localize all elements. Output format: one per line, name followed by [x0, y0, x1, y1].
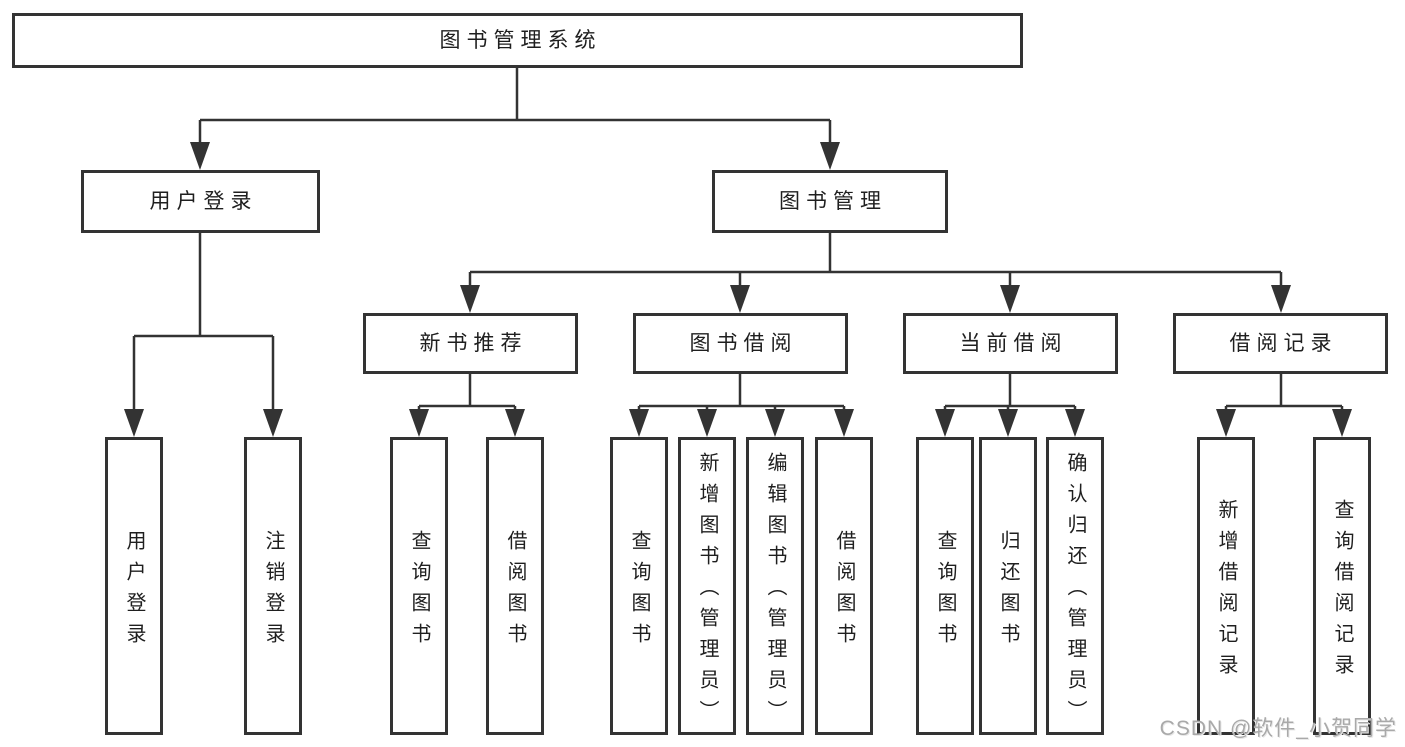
node-label: 图书管理: [779, 190, 887, 213]
node-library-management-system: 图书管理系统: [12, 13, 1023, 68]
node-label: 用户登录: [123, 529, 145, 654]
connector-user-login-to-leaves: [132, 233, 275, 412]
arrowheads: [124, 142, 1352, 437]
node-label: 确认归还（管理员）: [1064, 452, 1086, 731]
node-label: 新增借阅记录: [1215, 498, 1237, 685]
node-user-login: 用户登录: [81, 170, 320, 233]
arrow-down-icon: [998, 409, 1018, 437]
leaf-bb-borrow-books: 借阅图书: [815, 437, 873, 735]
leaf-cb-query-books: 查询图书: [916, 437, 974, 735]
leaf-bb-query-books: 查询图书: [610, 437, 668, 735]
arrow-down-icon: [263, 409, 283, 437]
node-label: 新增图书（管理员）: [696, 452, 718, 731]
node-current-borrow: 当前借阅: [903, 313, 1118, 374]
arrow-down-icon: [460, 285, 480, 313]
connector-root-to-level2: [198, 68, 832, 145]
connector-current-borrow-to-leaves: [943, 374, 1077, 412]
node-label: 新书推荐: [419, 332, 528, 355]
node-label: 当前借阅: [959, 332, 1068, 355]
node-borrow-records: 借阅记录: [1173, 313, 1388, 374]
node-label: 图书借阅: [689, 332, 798, 355]
node-label: 查询图书: [408, 529, 430, 654]
arrow-down-icon: [935, 409, 955, 437]
arrow-down-icon: [124, 409, 144, 437]
leaf-br-query-borrow-record: 查询借阅记录: [1313, 437, 1371, 735]
arrow-down-icon: [820, 142, 840, 170]
node-book-management: 图书管理: [712, 170, 948, 233]
connector-borrow-records-to-leaves: [1224, 374, 1344, 412]
leaf-cb-return-books: 归还图书: [979, 437, 1037, 735]
node-label: 查询图书: [934, 529, 956, 654]
arrow-down-icon: [730, 285, 750, 313]
arrow-down-icon: [1332, 409, 1352, 437]
leaf-nbr-query-books: 查询图书: [390, 437, 448, 735]
connector-new-book-recommend-to-leaves: [417, 374, 517, 412]
node-label: 借阅图书: [504, 529, 526, 654]
leaf-bb-add-book-admin: 新增图书（管理员）: [678, 437, 736, 735]
leaf-cb-confirm-return-admin: 确认归还（管理员）: [1046, 437, 1104, 735]
arrow-down-icon: [697, 409, 717, 437]
leaf-bb-edit-book-admin: 编辑图书（管理员）: [746, 437, 804, 735]
arrow-down-icon: [1216, 409, 1236, 437]
leaf-br-add-borrow-record: 新增借阅记录: [1197, 437, 1255, 735]
arrow-down-icon: [1271, 285, 1291, 313]
node-label: 查询图书: [628, 529, 650, 654]
leaf-user-login: 用户登录: [105, 437, 163, 735]
arrow-down-icon: [190, 142, 210, 170]
arrow-down-icon: [834, 409, 854, 437]
arrow-down-icon: [765, 409, 785, 437]
leaf-logout: 注销登录: [244, 437, 302, 735]
arrow-down-icon: [1065, 409, 1085, 437]
node-label: 图书管理系统: [439, 29, 602, 52]
node-label: 查询借阅记录: [1331, 498, 1353, 685]
node-label: 用户登录: [149, 190, 258, 213]
node-label: 借阅图书: [833, 529, 855, 654]
node-new-book-recommend: 新书推荐: [363, 313, 578, 374]
connector-book-management-to-level3: [468, 233, 1283, 288]
connector-book-borrow-to-leaves: [637, 374, 846, 412]
node-label: 归还图书: [997, 529, 1019, 654]
node-label: 借阅记录: [1229, 332, 1338, 355]
csdn-watermark: CSDN @软件_小贺同学: [1159, 717, 1397, 740]
arrow-down-icon: [629, 409, 649, 437]
node-book-borrow: 图书借阅: [633, 313, 848, 374]
connector-lines: [132, 68, 1344, 412]
arrow-down-icon: [1000, 285, 1020, 313]
node-label: 编辑图书（管理员）: [764, 452, 786, 731]
arrow-down-icon: [505, 409, 525, 437]
arrow-down-icon: [409, 409, 429, 437]
leaf-nbr-borrow-books: 借阅图书: [486, 437, 544, 735]
node-label: 注销登录: [262, 529, 284, 654]
